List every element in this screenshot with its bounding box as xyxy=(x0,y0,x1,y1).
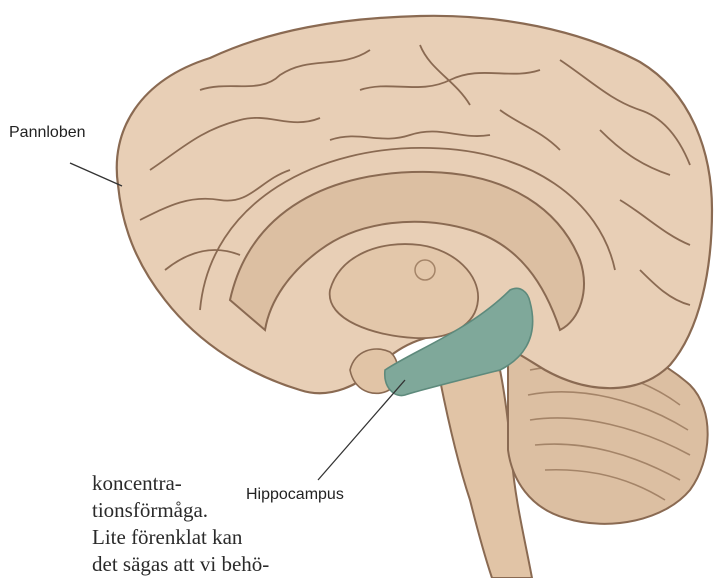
frontal-lobe-label: Pannloben xyxy=(9,124,86,142)
hippocampus-leader xyxy=(318,380,405,480)
body-text-line: tionsförmåga. xyxy=(92,497,269,524)
body-text: koncentra- tionsförmåga. Lite förenklat … xyxy=(92,470,269,578)
body-text-line: koncentra- xyxy=(92,470,269,497)
body-text-line: det sägas att vi behö- xyxy=(92,551,269,578)
body-text-line: Lite förenklat kan xyxy=(92,524,269,551)
frontal-lobe-leader xyxy=(70,163,122,186)
